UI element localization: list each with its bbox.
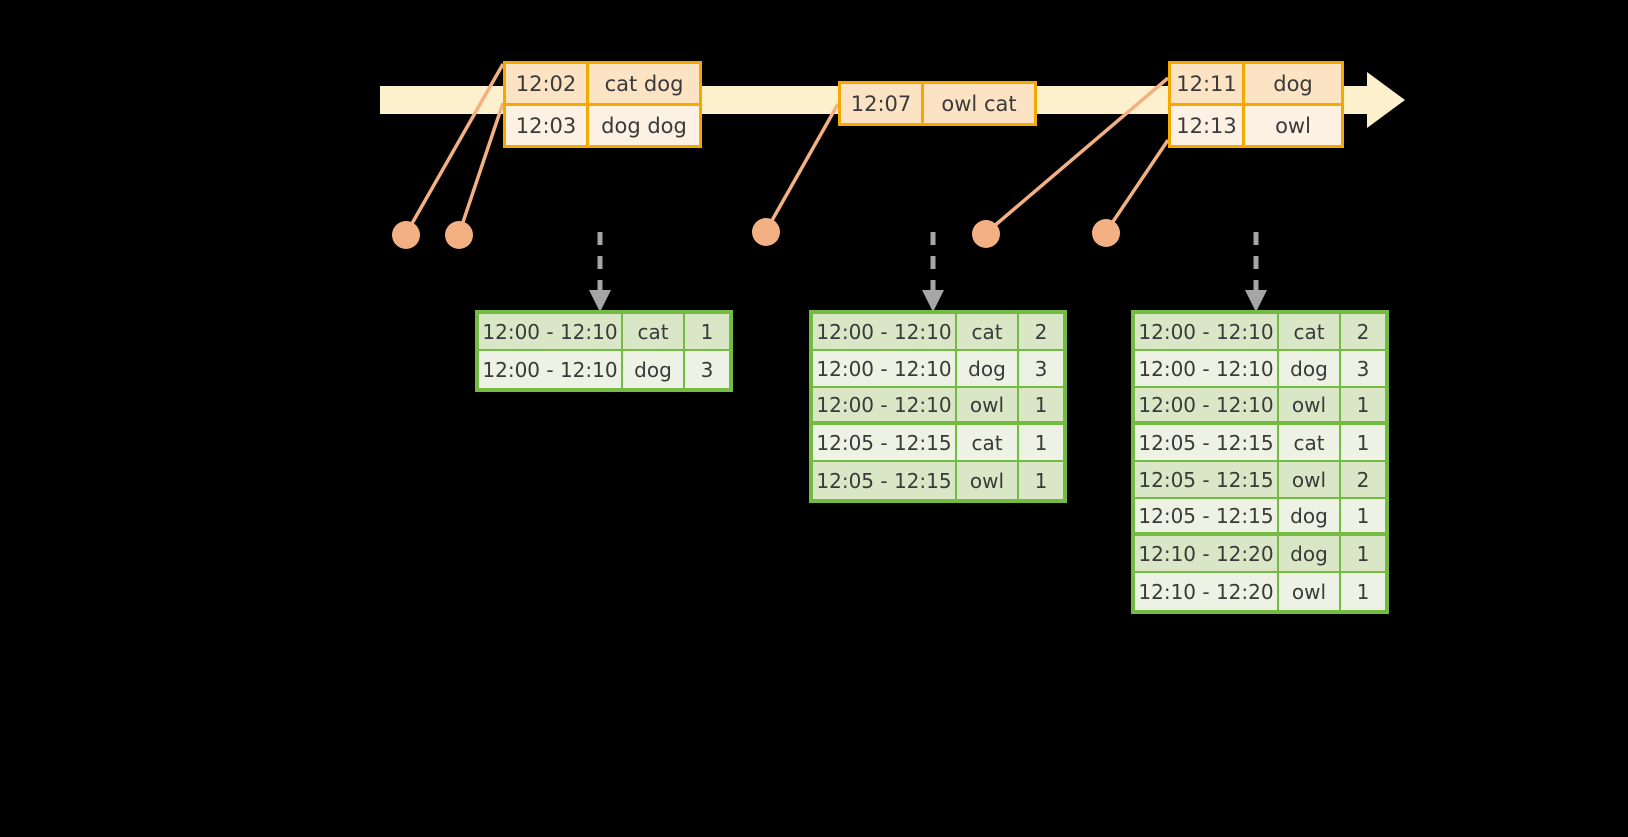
cell-window: 12:10 - 12:20	[1135, 573, 1279, 610]
cell-key: owl	[957, 388, 1019, 425]
event-time: 12:13	[1171, 106, 1245, 145]
marker-dot	[972, 220, 1000, 248]
cell-key: dog	[957, 351, 1019, 388]
cell-window: 12:05 - 12:15	[813, 462, 957, 499]
cell-window: 12:05 - 12:15	[813, 425, 957, 462]
cell-window: 12:05 - 12:15	[1135, 462, 1279, 499]
cell-key: dog	[1279, 351, 1341, 388]
event-time: 12:02	[506, 64, 589, 103]
event-row: 12:07 owl cat	[841, 84, 1034, 123]
cell-key: owl	[1279, 462, 1341, 499]
marker-dot	[445, 221, 473, 249]
cell-count: 1	[1019, 388, 1063, 425]
event-time: 12:03	[506, 106, 589, 145]
cell-key: dog	[1279, 536, 1341, 573]
table-down-arrows	[597, 232, 1259, 292]
cell-key: cat	[623, 314, 685, 351]
cell-window: 12:05 - 12:15	[1135, 425, 1279, 462]
cell-count: 1	[1341, 388, 1385, 425]
event-words: dog	[1245, 64, 1341, 103]
cell-window: 12:00 - 12:10	[479, 351, 623, 388]
cell-window: 12:10 - 12:20	[1135, 536, 1279, 573]
cell-key: owl	[1279, 573, 1341, 610]
cell-key: cat	[1279, 425, 1341, 462]
marker-dot	[752, 218, 780, 246]
cell-count: 3	[1019, 351, 1063, 388]
table-down-arrowheads	[589, 290, 1267, 312]
event-words: owl	[1245, 106, 1341, 145]
cell-count: 2	[1341, 314, 1385, 351]
cell-window: 12:00 - 12:10	[1135, 388, 1279, 425]
timeline-event-box-2[interactable]: 12:07 owl cat	[838, 81, 1037, 126]
marker-dot	[1092, 219, 1120, 247]
cell-window: 12:05 - 12:15	[1135, 499, 1279, 536]
cell-window: 12:00 - 12:10	[813, 351, 957, 388]
cell-window: 12:00 - 12:10	[1135, 314, 1279, 351]
marker-dot	[392, 221, 420, 249]
cell-key: owl	[1279, 388, 1341, 425]
event-row: 12:13 owl	[1171, 103, 1341, 145]
cell-window: 12:00 - 12:10	[813, 388, 957, 425]
timeline-event-box-3[interactable]: 12:11 dog 12:13 owl	[1168, 61, 1344, 148]
event-words: dog dog	[589, 106, 699, 145]
cell-window: 12:00 - 12:10	[813, 314, 957, 351]
event-words: cat dog	[589, 64, 699, 103]
cell-count: 3	[685, 351, 729, 388]
cell-key: cat	[957, 314, 1019, 351]
cell-window: 12:00 - 12:10	[479, 314, 623, 351]
event-words: owl cat	[924, 84, 1034, 123]
cell-count: 1	[1341, 536, 1385, 573]
cell-count: 3	[1341, 351, 1385, 388]
event-time: 12:07	[841, 84, 924, 123]
cell-key: cat	[957, 425, 1019, 462]
event-row: 12:03 dog dog	[506, 103, 699, 145]
cell-count: 1	[685, 314, 729, 351]
event-row: 12:11 dog	[1171, 64, 1341, 103]
cell-count: 1	[1341, 499, 1385, 536]
cell-key: dog	[623, 351, 685, 388]
timeline-event-box-1[interactable]: 12:02 cat dog 12:03 dog dog	[503, 61, 702, 148]
cell-key: dog	[1279, 499, 1341, 536]
cell-count: 2	[1341, 462, 1385, 499]
event-time: 12:11	[1171, 64, 1245, 103]
cell-count: 1	[1341, 425, 1385, 462]
cell-count: 1	[1019, 462, 1063, 499]
cell-key: cat	[1279, 314, 1341, 351]
cell-count: 2	[1019, 314, 1063, 351]
cell-count: 1	[1341, 573, 1385, 610]
cell-key: owl	[957, 462, 1019, 499]
cell-count: 1	[1019, 425, 1063, 462]
event-marker-dots	[392, 218, 1120, 249]
cell-window: 12:00 - 12:10	[1135, 351, 1279, 388]
event-row: 12:02 cat dog	[506, 64, 699, 103]
